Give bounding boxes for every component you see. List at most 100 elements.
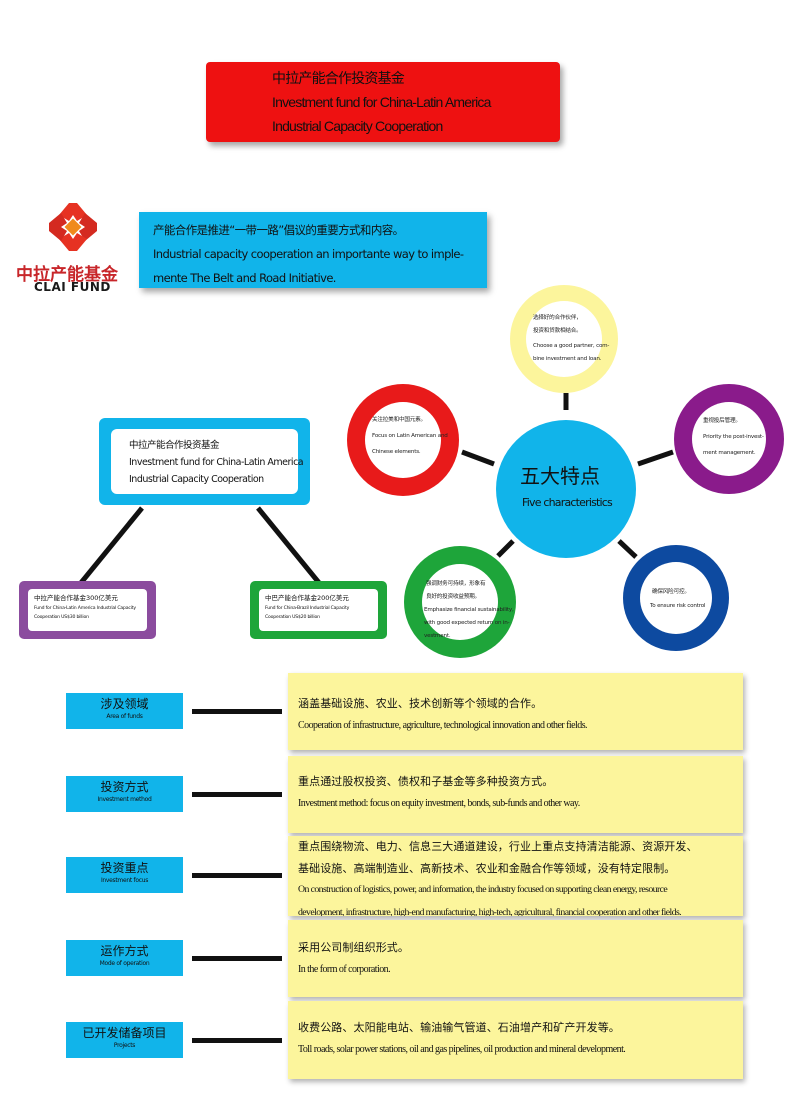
ring-right-l3: ment management. [703, 450, 756, 456]
row-label-method-cn: 投资方式 [100, 780, 149, 794]
row-box-projects: 收费公路、太阳能电站、输油输气管道、石油增产和矿产开发等。 Toll roads… [288, 1001, 743, 1079]
intro-cn: 产能合作是推进“一带一路”倡议的重要方式和内容。 [153, 223, 404, 237]
center-title-cn: 五大特点 [520, 464, 600, 488]
intro-en-line1: Industrial capacity cooperation an impor… [153, 247, 464, 261]
logo-mark-icon [49, 203, 97, 251]
row-box-operation: 采用公司制组织形式。 In the form of corporation. [288, 920, 743, 997]
fund-sub-inner-latam: 中拉产能合作基金300亿美元 Fund for China-Latin Amer… [28, 589, 147, 631]
logo-text-en: CLAI FUND [34, 280, 111, 294]
row-label-projects: 已开发储备项目 Projects [66, 1022, 183, 1058]
center-title-en: Five characteristics [522, 496, 613, 509]
ring-bottom-left-inner [422, 564, 498, 640]
ring-left-l2: Focus on Latin American and [372, 433, 448, 439]
fund-sub-box-brazil: 中巴产能合作基金200亿美元 Fund for China-Brazil Ind… [250, 581, 387, 639]
row-label-projects-cn: 已开发储备项目 [82, 1026, 167, 1040]
row-bar-focus [192, 873, 282, 878]
fund-root-cn: 中拉产能合作投资基金 [129, 440, 220, 451]
connector-bottom-right [617, 539, 638, 559]
row-operation-text-cn: 采用公司制组织形式。 [298, 941, 409, 954]
row-box-method: 重点通过股权投资、债权和子基金等多种投资方式。 Investment metho… [288, 756, 743, 833]
row-box-focus: 重点围绕物流、电力、信息三大通道建设，行业上重点支持清洁能源、资源开发、 基础设… [288, 836, 743, 916]
row-bar-operation [192, 956, 282, 961]
ring-bottom-left-l5: vestment. [424, 633, 451, 639]
row-area-text-cn: 涵盖基础设施、农业、技术创新等个领域的合作。 [298, 697, 543, 710]
fund-root-inner: 中拉产能合作投资基金 Investment fund for China-Lat… [111, 429, 304, 494]
ring-right-l1: 重视投后管理。 [703, 418, 741, 424]
row-label-operation: 运作方式 Mode of operation [66, 940, 183, 976]
ring-top-l3: Choose a good partner, com- [533, 343, 610, 349]
ring-bottom-right-l1: 确保风险可控。 [652, 589, 690, 595]
ring-top-l1: 选择好的合作伙伴， [533, 315, 582, 321]
row-bar-projects [192, 1038, 282, 1043]
ring-bottom-left-l3: Emphasize financial sustainability, [424, 607, 514, 613]
title-banner: 中拉产能合作投资基金 Investment fund for China-Lat… [206, 62, 560, 142]
fund-sub-box-latam: 中拉产能合作基金300亿美元 Fund for China-Latin Amer… [19, 581, 156, 639]
row-operation-text-en: In the form of corporation. [298, 964, 391, 975]
ring-bottom-left-l4: with good expected return on in- [424, 620, 510, 626]
row-projects-text-en: Toll roads, solar power stations, oil an… [298, 1044, 626, 1055]
ring-left-l1: 关注拉美和中国元素。 [372, 417, 426, 423]
intro-box: 产能合作是推进“一带一路”倡议的重要方式和内容。 Industrial capa… [139, 212, 487, 288]
ring-right-l2: Priority the post-invest- [703, 434, 764, 440]
ring-top-inner [526, 301, 602, 377]
row-box-area: 涵盖基础设施、农业、技术创新等个领域的合作。 Cooperation of in… [288, 673, 743, 750]
ring-left-inner [365, 402, 441, 478]
ring-left-l3: Chinese elements. [372, 449, 421, 455]
fund-sub-latam-en2: Cooperation US$30 billion [34, 615, 89, 620]
intro-en-line2: mente The Belt and Road Initiative. [153, 271, 336, 285]
row-label-focus-en: Investment focus [100, 877, 149, 884]
ring-bottom-left [404, 546, 516, 658]
row-label-operation-cn: 运作方式 [100, 944, 149, 958]
ring-bottom-right-inner [640, 562, 712, 634]
row-label-method-en: Investment method [97, 796, 152, 803]
ring-right [674, 384, 784, 494]
fund-sub-latam-cn: 中拉产能合作基金300亿美元 [34, 594, 118, 602]
ring-bottom-right [623, 545, 729, 651]
fund-sub-inner-brazil: 中巴产能合作基金200亿美元 Fund for China-Brazil Ind… [259, 589, 378, 631]
row-label-projects-en: Projects [113, 1042, 136, 1049]
ring-top [510, 285, 618, 393]
fund-sub-brazil-cn: 中巴产能合作基金200亿美元 [265, 594, 349, 602]
row-area-text-en: Cooperation of infrastructure, agricultu… [298, 720, 588, 731]
fund-sub-latam-en1: Fund for China-Latin America Industrial … [34, 606, 136, 611]
row-label-operation-en: Mode of operation [99, 960, 150, 967]
row-label-focus-cn: 投资重点 [100, 861, 149, 875]
clai-fund-logo: 中拉产能基金 CLAI FUND [14, 200, 130, 296]
ring-top-l2: 投资和贷款相结合。 [533, 328, 582, 334]
connector-right [637, 449, 674, 467]
row-focus-text-cn1: 重点围绕物流、电力、信息三大通道建设，行业上重点支持清洁能源、资源开发、 [298, 840, 698, 853]
logo-text-cn: 中拉产能基金 [16, 265, 118, 285]
ring-bottom-right-l2: To ensure risk control [650, 603, 706, 609]
title-en-line1: Investment fund for China-Latin America [272, 94, 491, 110]
row-label-area-en: Area of funds [106, 713, 143, 720]
row-projects-text-cn: 收费公路、太阳能电站、输油输气管道、石油增产和矿产开发等。 [298, 1021, 620, 1034]
row-bar-method [192, 792, 282, 797]
connector-left [461, 449, 495, 467]
ring-bottom-left-l2: 良好的投资收益预期。 [426, 594, 480, 600]
fund-connector-right [256, 506, 322, 586]
fund-connector-left [78, 506, 144, 586]
fund-sub-brazil-en1: Fund for China-Brazil Industrial Capacit… [265, 606, 350, 611]
ring-right-inner [692, 402, 766, 476]
row-label-method: 投资方式 Investment method [66, 776, 183, 812]
fund-root-en1: Investment fund for China-Latin America [129, 457, 304, 468]
fund-root-box: 中拉产能合作投资基金 Investment fund for China-Lat… [99, 418, 310, 505]
row-focus-text-en2: development, infrastructure, high-end ma… [298, 907, 682, 916]
row-label-area-cn: 涉及领域 [100, 697, 149, 711]
row-method-text-cn: 重点通过股权投资、债权和子基金等多种投资方式。 [298, 775, 554, 788]
fund-sub-brazil-en2: Cooperation US$20 billion [265, 615, 320, 620]
row-focus-text-en1: On construction of logistics, power, and… [298, 884, 668, 895]
row-label-focus: 投资重点 Investment focus [66, 857, 183, 893]
ring-bottom-left-l1: 强调财务可持续，形象有 [426, 581, 486, 587]
row-focus-text-cn2: 基础设施、高端制造业、高新技术、农业和金融合作等领域，没有特定限制。 [298, 862, 676, 875]
title-en-line2: Industrial Capacity Cooperation [272, 118, 443, 134]
center-circle [496, 420, 636, 558]
row-label-area: 涉及领域 Area of funds [66, 693, 183, 729]
title-cn: 中拉产能合作投资基金 [272, 70, 405, 86]
connector-bottom-left [496, 539, 515, 558]
ring-left [347, 384, 459, 496]
row-method-text-en: Investment method: focus on equity inves… [298, 798, 580, 809]
fund-root-en2: Industrial Capacity Cooperation [129, 474, 264, 485]
row-bar-area [192, 709, 282, 714]
